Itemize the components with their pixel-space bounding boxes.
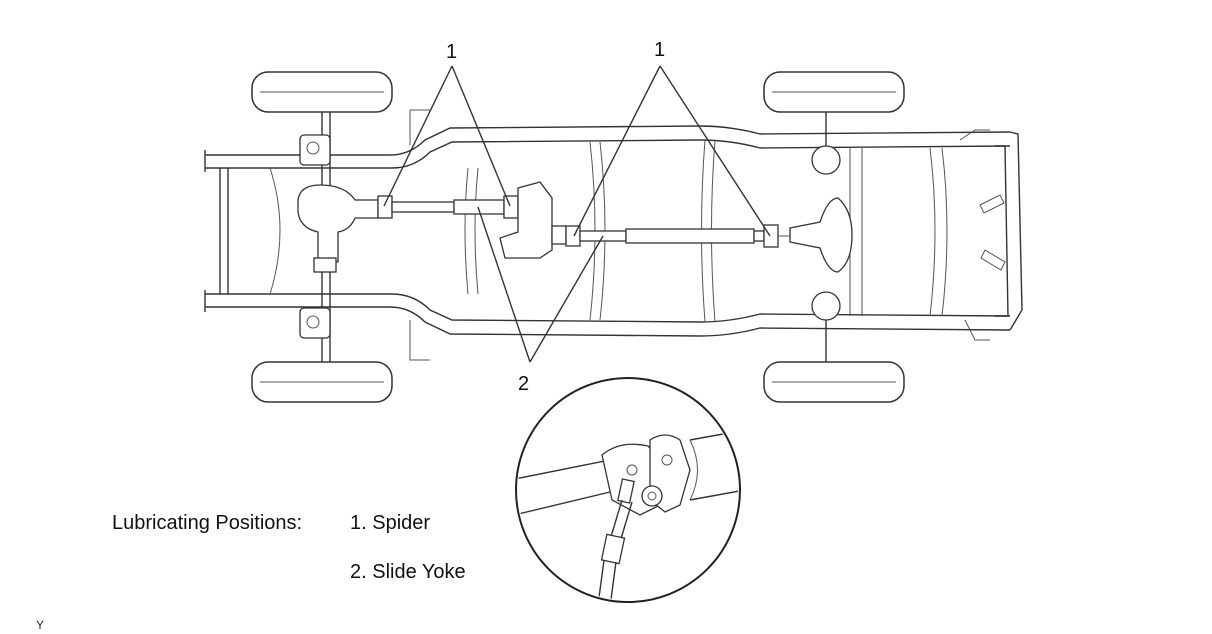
- leader-spider-1a: [383, 65, 453, 207]
- leader-yoke-2a: [477, 206, 531, 363]
- legend-item-spider: 1. Spider: [350, 512, 431, 534]
- callout-label-spider-right: 1: [654, 39, 665, 61]
- detail-inset-grease-gun: [515, 377, 741, 603]
- rear-axle: [297, 112, 379, 362]
- wheels: [251, 71, 905, 403]
- legend-heading: Lubricating Positions:: [112, 512, 303, 534]
- leader-spider-1c: [573, 65, 661, 237]
- figure-code: Y: [36, 618, 45, 632]
- front-propeller-shaft: [565, 224, 790, 248]
- legend-item-slide-yoke: 2. Slide Yoke: [350, 561, 466, 583]
- leader-spider-1d: [659, 65, 771, 237]
- transfer-case: [499, 181, 567, 259]
- callout-leaders: [383, 65, 771, 363]
- leader-spider-1b: [451, 65, 511, 207]
- rear-propeller-shaft: [377, 195, 519, 219]
- leader-yoke-2b: [529, 235, 604, 363]
- callout-label-slide-yoke: 2: [518, 373, 529, 395]
- callout-label-spider-left: 1: [446, 41, 457, 63]
- front-axle: [789, 112, 853, 362]
